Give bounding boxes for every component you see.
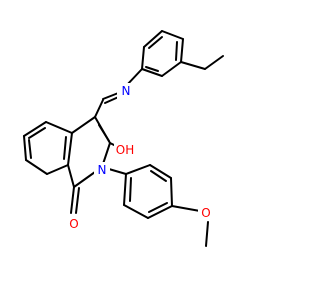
- bond: [147, 205, 173, 219]
- atom-label-carbonyl-oxygen: O: [66, 216, 82, 232]
- bond: [171, 205, 201, 212]
- bond: [149, 164, 172, 179]
- double-bond-line: [28, 139, 32, 159]
- bond: [180, 38, 184, 63]
- bond: [25, 159, 48, 175]
- bond: [161, 30, 184, 40]
- hydroxyl-label: OH: [116, 143, 134, 157]
- bond: [67, 164, 75, 188]
- double-bond-line: [148, 36, 163, 49]
- structure-canvas: N N OH O O: [23, 30, 224, 247]
- double-bond-line: [145, 66, 159, 72]
- bond: [46, 164, 69, 175]
- bond: [125, 164, 151, 175]
- double-bond-line: [75, 187, 80, 214]
- double-bond-line: [148, 202, 168, 213]
- bond: [170, 177, 173, 207]
- bond: [123, 204, 149, 219]
- atom-label-hydroxyl: OH: [114, 142, 138, 158]
- bond: [70, 186, 75, 214]
- double-bond-line: [28, 127, 46, 139]
- bond: [180, 61, 206, 70]
- double-bond-line: [175, 41, 178, 61]
- bond: [141, 46, 145, 70]
- bond: [23, 135, 27, 161]
- nitrogen-label: N: [98, 163, 107, 177]
- atom-label-imine-nitrogen: N: [117, 83, 135, 99]
- nitrogen-label: N: [122, 84, 131, 98]
- atom-label-ring-nitrogen: N: [94, 162, 110, 178]
- bond: [143, 30, 163, 48]
- ethylphenyl-ring: [141, 30, 184, 77]
- ethyl-group: [180, 55, 224, 70]
- oxygen-label: O: [201, 206, 210, 220]
- double-bond-line: [98, 124, 110, 142]
- double-bond-line: [150, 170, 167, 182]
- double-bond-line: [63, 136, 67, 160]
- double-bond-line: [129, 177, 132, 202]
- methoxyphenyl-ring: [101, 164, 173, 219]
- molecule-structure: N N OH O O: [23, 30, 224, 247]
- methoxy-group: [171, 205, 209, 247]
- bond: [204, 55, 224, 70]
- bond: [94, 99, 104, 118]
- oxygen-label: O: [69, 217, 78, 231]
- bond: [161, 61, 182, 77]
- bond: [141, 68, 163, 77]
- bond: [205, 221, 209, 247]
- bond: [67, 132, 73, 166]
- bond: [123, 173, 127, 206]
- atom-label-methoxy-oxygen: O: [198, 205, 214, 221]
- bond: [45, 121, 73, 134]
- bond: [23, 121, 47, 137]
- bond: [71, 116, 96, 134]
